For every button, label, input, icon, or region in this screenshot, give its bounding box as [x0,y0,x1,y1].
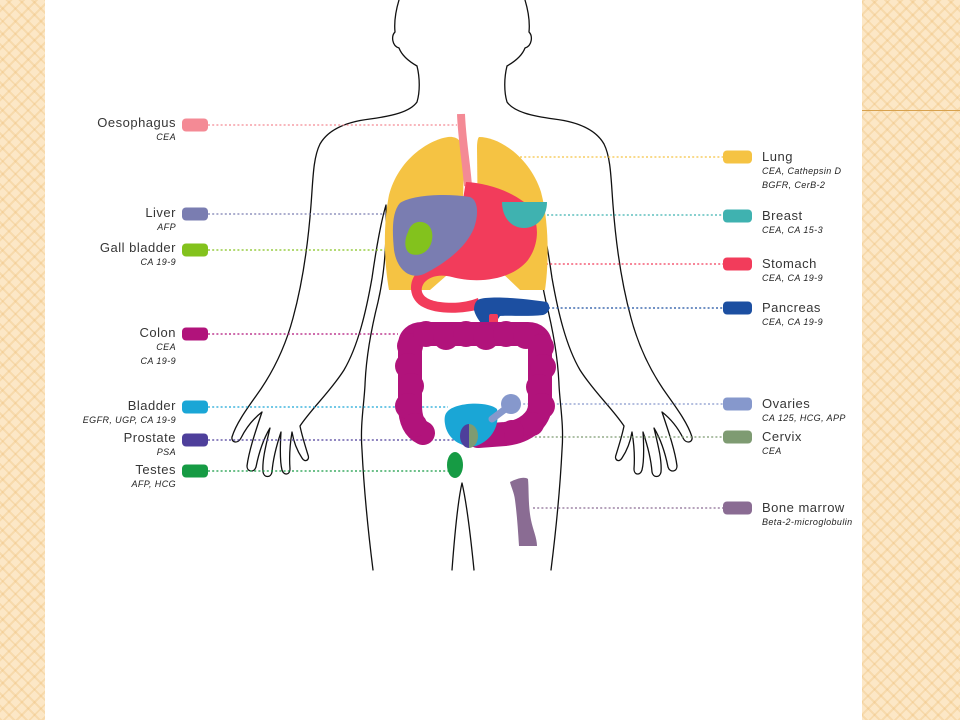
body-outline-left [231,0,420,571]
prostate-label: Prostate PSA [0,431,176,459]
cervix-name: Cervix [762,429,802,444]
bladder-swatch [182,400,208,414]
bone-marrow-marker: Beta-2-microglobulin [762,517,853,527]
swatches [182,118,752,515]
colon-segment [520,412,544,436]
bladder-marker: EGFR, UGP, CA 19-9 [82,415,176,425]
colon-segment [398,373,424,399]
colon-segment [528,334,554,360]
breast-swatch [723,209,752,223]
testes-swatch [182,464,208,478]
breast [502,202,547,228]
gall-bladder-swatch [182,243,208,257]
colon-segment [395,393,421,419]
ovaries-marker: CA 125, HCG, APP [762,413,846,423]
liver-swatch [182,207,208,221]
oesophagus-swatch [182,118,208,132]
cervix-marker: CEA [762,446,782,456]
liver-marker: AFP [157,222,176,232]
lung-swatch [723,150,752,164]
testes-name: Testes [135,462,176,477]
colon-segment [453,321,479,347]
cervix-swatch [723,430,752,444]
stomach-swatch [723,257,752,271]
oesophagus [457,113,472,187]
colon-name: Colon [139,325,176,340]
cervix [469,424,478,448]
bone-marrow-name: Bone marrow [762,500,845,515]
colon-segment [413,321,439,347]
ovaries-name: Ovaries [762,396,811,411]
breast-label: Breast CEA, CA 15-3 [762,209,823,237]
ovaries [488,394,521,423]
breast-marker: CEA, CA 15-3 [762,225,823,235]
pancreas-marker: CEA, CA 19-9 [762,317,823,327]
colon-segment [500,420,524,444]
bone-marrow [510,477,537,546]
prostate-cervix [460,424,478,448]
stomach-label: Stomach CEA, CA 19-9 [762,257,823,285]
breast-name: Breast [762,208,803,223]
testes-label: Testes AFP, HCG [0,463,176,491]
colon-segment [530,354,556,380]
lung-marker: CEA, Cathepsin D [762,166,842,176]
colon-label: Colon CEA CA 19-9 [0,326,176,368]
bone-marrow-label: Bone marrow Beta-2-microglobulin [762,501,853,529]
gall-bladder [405,221,433,255]
bladder-label: Bladder EGFR, UGP, CA 19-9 [0,399,176,427]
cervix-label: Cervix CEA [762,430,802,458]
colon-segment [403,413,427,437]
colon-segment [529,393,555,419]
lung-name: Lung [762,149,793,164]
prostate-name: Prostate [123,430,176,445]
body-outline-legs [451,482,475,571]
gall-bladder-name: Gall bladder [99,240,176,255]
lung-marker: BGFR, CerB-2 [762,180,826,190]
oesophagus-name: Oesophagus [97,115,176,130]
pancreas-name: Pancreas [762,300,821,315]
ovaries-label: Ovaries CA 125, HCG, APP [762,397,846,425]
gall-bladder-label: Gall bladder CA 19-9 [0,241,176,269]
pancreas-label: Pancreas CEA, CA 19-9 [762,301,823,329]
prostate-swatch [182,433,208,447]
oesophagus-label: Oesophagus CEA [0,116,176,144]
organs [384,113,556,546]
colon-segment [473,324,499,350]
pancreas-swatch [723,301,752,315]
colon-segment [493,321,519,347]
testes [447,452,463,478]
ovary-tube [488,406,508,423]
liver [392,195,478,276]
colon-swatch [182,327,208,341]
testes-marker: AFP, HCG [131,479,176,489]
colon-segment [395,353,421,379]
stomach-marker: CEA, CA 19-9 [762,273,823,283]
decorative-rule [862,110,960,111]
colon-marker: CEA [156,342,176,352]
lung-label: Lung CEA, Cathepsin D BGFR, CerB-2 [762,150,841,192]
colon [395,321,556,448]
liver-name: Liver [145,205,176,220]
ovaries-swatch [723,397,752,411]
liver-label: Liver AFP [0,206,176,234]
prostate-marker: PSA [156,447,176,457]
slide-content-panel [45,0,862,720]
oesophagus-marker: CEA [156,132,176,142]
stomach-name: Stomach [762,256,817,271]
prostate [460,424,469,448]
gall-bladder-marker: CA 19-9 [140,257,176,267]
ovary [501,394,521,414]
colon-segment [433,324,459,350]
bladder-name: Bladder [127,398,176,413]
colon-marker: CA 19-9 [140,356,176,366]
body-outline [231,0,693,571]
bone-marrow-swatch [723,501,752,515]
